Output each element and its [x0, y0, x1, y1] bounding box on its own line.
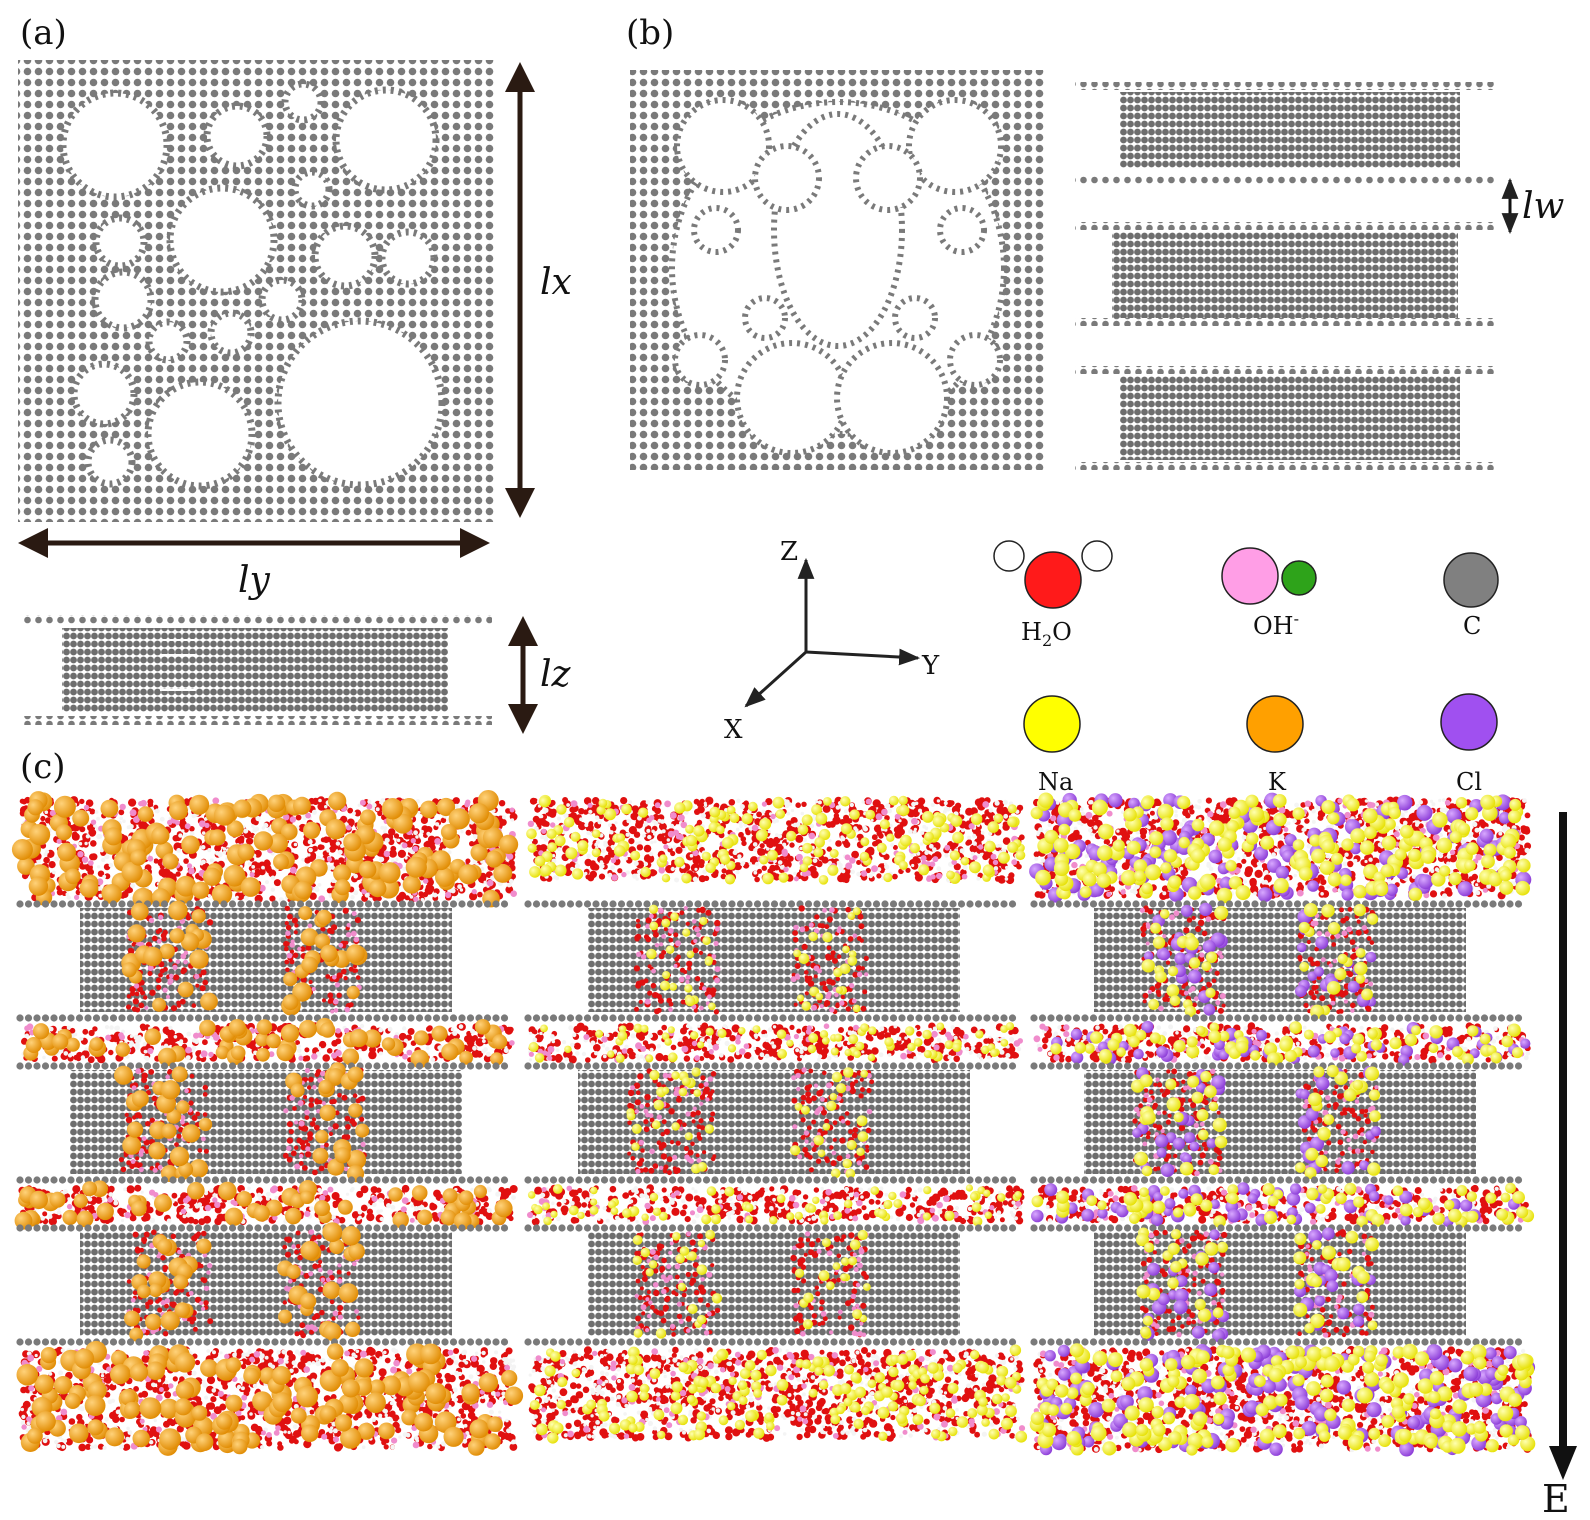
simulation-box-koh: [11, 790, 524, 1456]
legend-oh-symbol: [1221, 547, 1317, 605]
axis-x-label: X: [724, 715, 743, 745]
legend-na-symbol: [1023, 695, 1081, 753]
legend-oh-label: OH-: [1253, 609, 1299, 640]
coordinate-axes: [744, 557, 921, 708]
axis-z-label: Z: [780, 537, 798, 567]
legend-k-symbol: [1246, 695, 1304, 753]
legend: H2O OH- C Na K Cl: [993, 540, 1499, 796]
legend-c-label: C: [1463, 612, 1481, 640]
legend-h2o-label: H2O: [1021, 618, 1072, 650]
panel-b-porous-sheet: [630, 70, 1046, 470]
simulation-box-naoh: [524, 794, 1028, 1444]
legend-c-symbol: [1443, 552, 1499, 608]
lz-label: lz: [540, 654, 572, 695]
lw-label: lw: [1522, 186, 1565, 227]
legend-na-label: Na: [1038, 768, 1073, 796]
legend-cl-label: Cl: [1456, 768, 1482, 796]
panel-b-stack-1: [1075, 82, 1495, 184]
legend-k-label: K: [1268, 768, 1287, 796]
panel-b-stack-3: [1075, 366, 1495, 470]
electric-field-arrow: [1549, 812, 1577, 1480]
legend-cl-symbol: [1440, 693, 1498, 751]
panel-a-side-view: [22, 615, 492, 725]
panel-a-label: (a): [20, 13, 67, 53]
lx-label: lx: [540, 262, 572, 303]
panel-a-porous-sheet: [18, 60, 496, 522]
legend-h2o-symbol: [993, 540, 1113, 609]
simulation-box-nacl: [1029, 792, 1536, 1457]
electric-field-label: E: [1542, 1477, 1570, 1520]
panel-c-label: (c): [20, 747, 66, 787]
ly-label: ly: [238, 560, 271, 601]
panel-b-stack-2: [1075, 222, 1495, 326]
panel-b-label: (b): [626, 13, 674, 53]
axis-y-label: Y: [921, 651, 940, 681]
